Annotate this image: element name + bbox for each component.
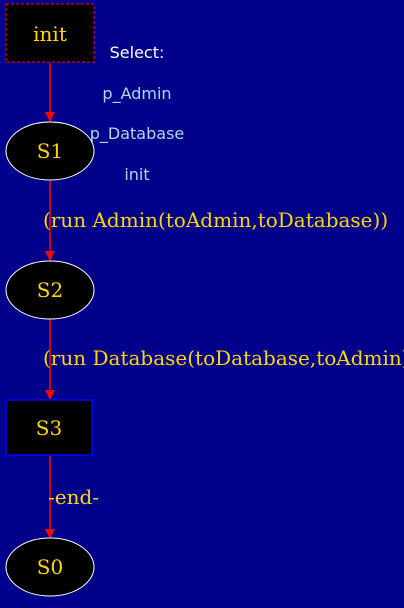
state-s2[interactable] xyxy=(5,260,95,320)
state-init-label: init xyxy=(33,22,67,46)
note-item: p_Admin xyxy=(102,84,171,104)
state-s3-label: S3 xyxy=(36,416,62,440)
state-s2-label: S2 xyxy=(37,278,63,302)
state-init[interactable] xyxy=(5,3,95,63)
edge-label-s2-s3: (run Database(toDatabase,toAdmin)) xyxy=(43,346,404,370)
edge-label-s1-s2: (run Admin(toAdmin,toDatabase)) xyxy=(43,208,388,232)
note-item: p_Database xyxy=(90,124,185,144)
state-s0-label: S0 xyxy=(37,555,63,579)
state-s3[interactable] xyxy=(5,399,93,456)
state-s1[interactable] xyxy=(5,121,95,181)
note-title: Select: xyxy=(110,43,165,62)
note-item: init xyxy=(124,165,149,184)
edge-label-s3-s0: -end- xyxy=(48,485,99,509)
state-s1-label: S1 xyxy=(37,139,63,163)
state-s0[interactable] xyxy=(5,537,95,597)
